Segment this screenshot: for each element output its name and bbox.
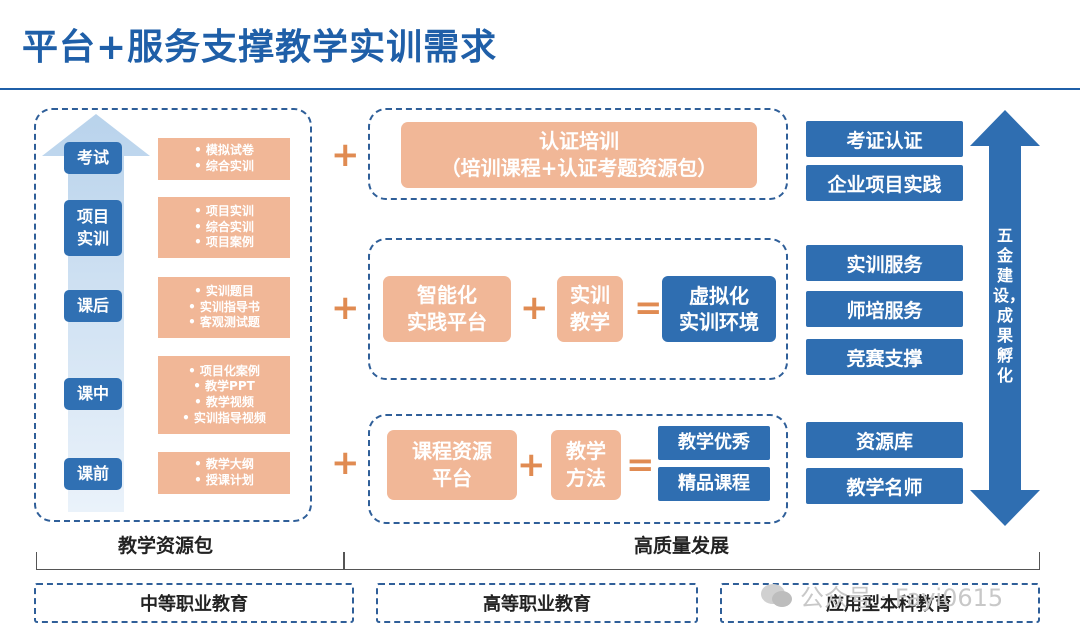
course-resource-platform-box: 课程资源 平台: [387, 430, 517, 500]
resource-pack-panel: [34, 108, 312, 522]
stage-in-class: 课中: [64, 378, 122, 410]
service-cert: 考证认证: [806, 121, 963, 157]
wechat-icon: [761, 583, 792, 607]
title-divider: [0, 88, 1080, 90]
stage-before-class: 课前: [64, 458, 122, 490]
bracket-resource-pack: [36, 552, 344, 570]
level-higher-vocational: 高等职业教育: [376, 583, 698, 623]
plus-row2: +: [331, 288, 360, 328]
service-enterprise-project: 企业项目实践: [806, 165, 963, 201]
service-training: 实训服务: [806, 245, 963, 281]
stage-after-items: • 实训题目 • 实训指导书 • 客观测试题: [158, 277, 290, 338]
plus-row3: +: [331, 443, 360, 483]
course-platform-group: [368, 414, 788, 524]
arrow-label: 五金建设，成果孵化: [993, 226, 1026, 385]
stage-exam-items: • 模拟试卷 • 综合实训: [158, 138, 290, 180]
bracket-high-quality: [344, 552, 1040, 570]
teaching-method-box: 教学 方法: [551, 430, 621, 500]
smart-practice-platform-box: 智能化 实践平台: [383, 276, 511, 342]
plus-row1: +: [331, 135, 360, 175]
virtual-training-env-box: 虚拟化 实训环境: [662, 276, 776, 342]
service-famous-teacher: 教学名师: [806, 468, 963, 504]
certification-training-box: 认证培训 （培训课程+认证考题资源包）: [401, 122, 757, 188]
quality-course-box: 精品课程: [658, 467, 770, 501]
resource-pack-label: 教学资源包: [118, 535, 214, 557]
equals-row3: =: [626, 445, 655, 485]
stage-project-items: • 项目实训 • 综合实训 • 项目案例: [158, 197, 290, 258]
double-arrow-icon: [970, 110, 1040, 526]
stage-after-class: 课后: [64, 290, 122, 322]
stage-before-items: • 教学大纲 • 授课计划: [158, 452, 290, 494]
stage-project-training: 项目 实训: [64, 200, 122, 256]
service-resource-library: 资源库: [806, 422, 963, 458]
watermark: 公众号 · Fayi0615: [760, 578, 1003, 613]
page-title: 平台+服务支撑教学实训需求: [22, 27, 498, 68]
smart-platform-group: [368, 238, 788, 380]
level-secondary-vocational: 中等职业教育: [34, 583, 354, 623]
level-applied-undergraduate: 应用型本科教育: [720, 583, 1040, 623]
equals-row2: =: [634, 288, 663, 328]
stage-in-items: • 项目化案例 • 教学PPT • 教学视频 • 实训指导视频: [158, 356, 290, 434]
plus-row2-inner: +: [520, 288, 549, 328]
plus-row3-inner: +: [517, 445, 546, 485]
teaching-excellence-box: 教学优秀: [658, 426, 770, 460]
service-competition: 竞赛支撑: [806, 339, 963, 375]
high-quality-label: 高质量发展: [634, 535, 730, 557]
service-teacher-training: 师培服务: [806, 291, 963, 327]
certification-group: [368, 108, 788, 200]
training-teaching-box: 实训 教学: [557, 276, 623, 342]
stage-exam: 考试: [64, 142, 122, 174]
